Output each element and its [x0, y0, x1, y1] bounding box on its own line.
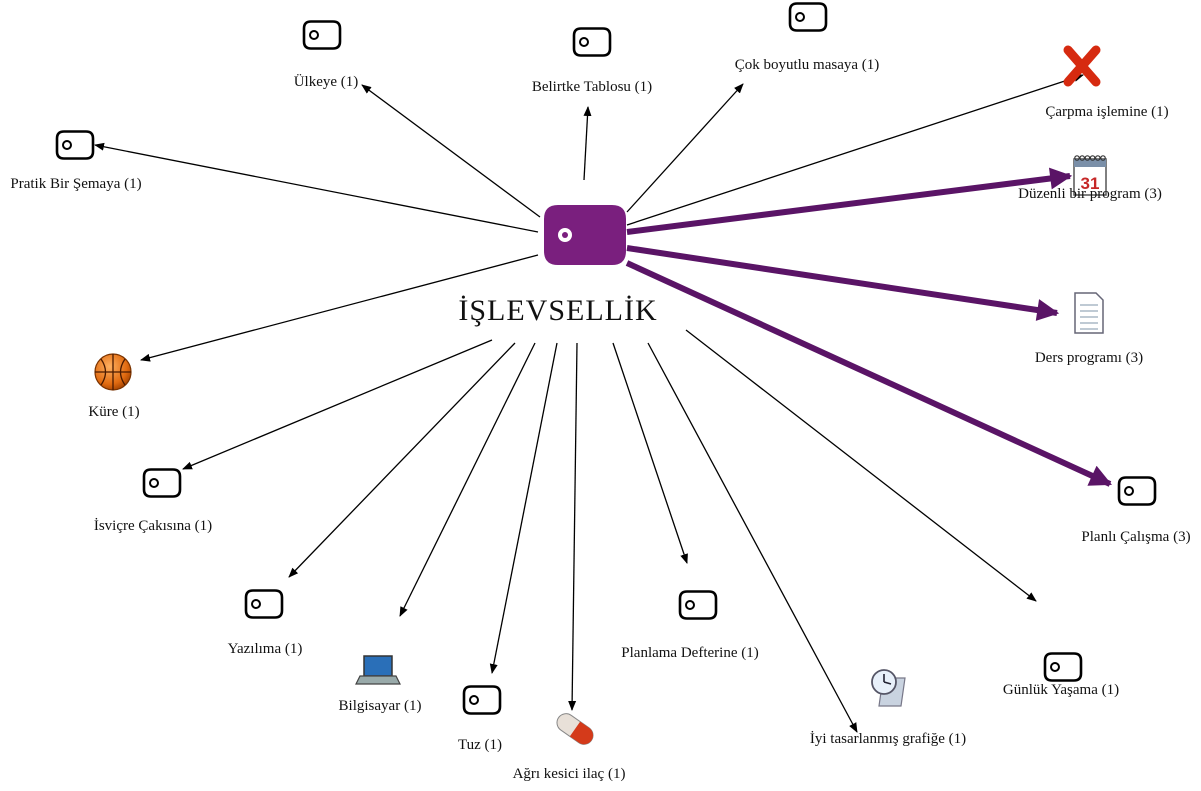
- node-label: Pratik Bir Şemaya (1): [10, 176, 142, 192]
- center-label: İŞLEVSELLİK: [458, 294, 658, 327]
- edge-2: [626, 83, 744, 213]
- tag-icon: [55, 130, 95, 160]
- center-tag-icon: [544, 205, 626, 265]
- edge-9: [625, 260, 1113, 487]
- tag-icon: [142, 468, 182, 498]
- document-icon: [1074, 292, 1104, 334]
- node-label: Çok boyutlu masaya (1): [734, 57, 880, 73]
- edge-0: [361, 84, 541, 218]
- edge-10: [288, 342, 516, 578]
- tag-icon: [244, 589, 284, 619]
- node-label: Ağrı kesici ilaç (1): [512, 766, 626, 782]
- tag-icon: [302, 20, 342, 50]
- tag-icon: [462, 685, 502, 715]
- node-label: Bilgisayar (1): [338, 698, 422, 714]
- laptop-icon: [355, 655, 401, 685]
- node-label: Düzenli bir program (3): [1018, 186, 1162, 202]
- node-label: Günlük Yaşama (1): [1002, 682, 1120, 698]
- edge-15: [647, 342, 858, 733]
- node-label: Planlama Defterine (1): [621, 645, 759, 661]
- clock-scroll-icon: [871, 669, 906, 707]
- node-label: Yazılıma (1): [227, 641, 303, 657]
- calendar-icon: 31: [1073, 155, 1107, 196]
- edge-4: [626, 167, 1073, 235]
- tag-icon: [572, 27, 612, 57]
- edge-11: [399, 342, 536, 617]
- node-label: Planlı Çalışma (3): [1081, 529, 1191, 545]
- edge-14: [612, 342, 688, 564]
- tag-icon: [678, 590, 718, 620]
- node-label: Tuz (1): [457, 737, 503, 753]
- node-label: Çarpma işlemine (1): [1045, 104, 1169, 120]
- node-label: Belirtke Tablosu (1): [531, 79, 653, 95]
- node-label: Ülkeye (1): [293, 74, 359, 90]
- node-label: İyi tasarlanmış grafiğe (1): [809, 731, 967, 747]
- edge-6: [626, 245, 1060, 321]
- tag-icon: [1043, 652, 1083, 682]
- red-x-icon: [1063, 45, 1101, 87]
- node-label: İsviçre Çakısına (1): [93, 518, 213, 534]
- pill-icon: [556, 713, 594, 745]
- edge-13: [568, 342, 578, 711]
- node-label: Ders programı (3): [1034, 350, 1144, 366]
- tag-icon: [788, 2, 828, 32]
- edge-7: [140, 254, 539, 362]
- basketball-icon: [94, 353, 132, 391]
- edge-3: [626, 74, 1084, 226]
- tag-icon: [1117, 476, 1157, 506]
- edge-16: [685, 329, 1037, 602]
- node-label: Küre (1): [88, 404, 140, 420]
- svg-text:31: 31: [1081, 174, 1100, 193]
- edge-12: [489, 342, 558, 674]
- edge-8: [182, 339, 493, 470]
- edge-5: [94, 142, 539, 233]
- edge-1: [583, 106, 592, 181]
